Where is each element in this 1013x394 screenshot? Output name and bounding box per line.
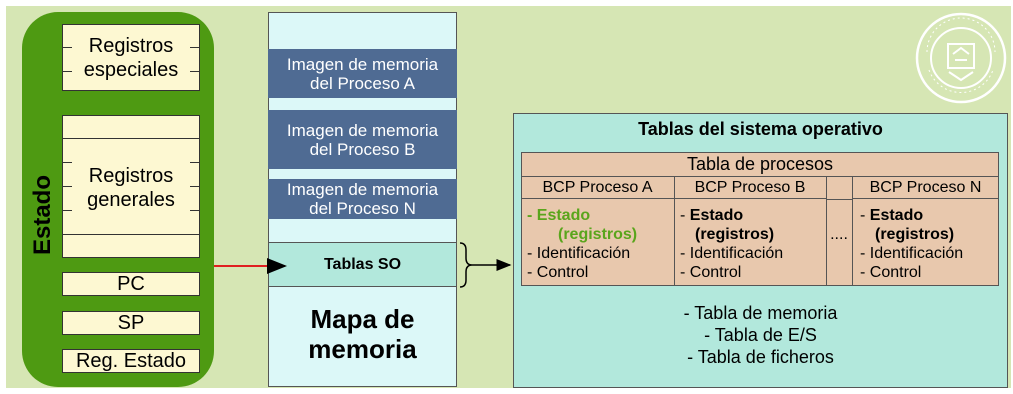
other-tables-list: - Tabla de memoria - Tabla de E/S - Tabl… [683,303,838,367]
tablas-so-block: Tablas SO [268,242,457,287]
process-table [521,152,999,286]
bcp-header-n: BCP Proceso N [852,177,999,199]
pc-register: PC [62,272,200,296]
reg-estado-register: Reg. Estado [62,349,200,373]
sp-register: SP [62,311,200,335]
bcp-body-a: - Estado (registros) - Identificación - … [527,207,638,281]
ellipsis: .... [830,226,848,243]
process-table-title: Tabla de procesos [521,152,999,177]
bcp-body-b: - Estado (registros) - Identificación - … [680,207,784,281]
bcp-header-a: BCP Proceso A [521,177,674,199]
os-tables-title: Tablas del sistema operativo [638,119,883,139]
bcp-body-n: - Estado (registros) - Identificación - … [860,207,964,281]
bcp-header-b: BCP Proceso B [674,177,826,199]
brace [459,242,473,288]
university-seal-icon [915,12,1007,104]
